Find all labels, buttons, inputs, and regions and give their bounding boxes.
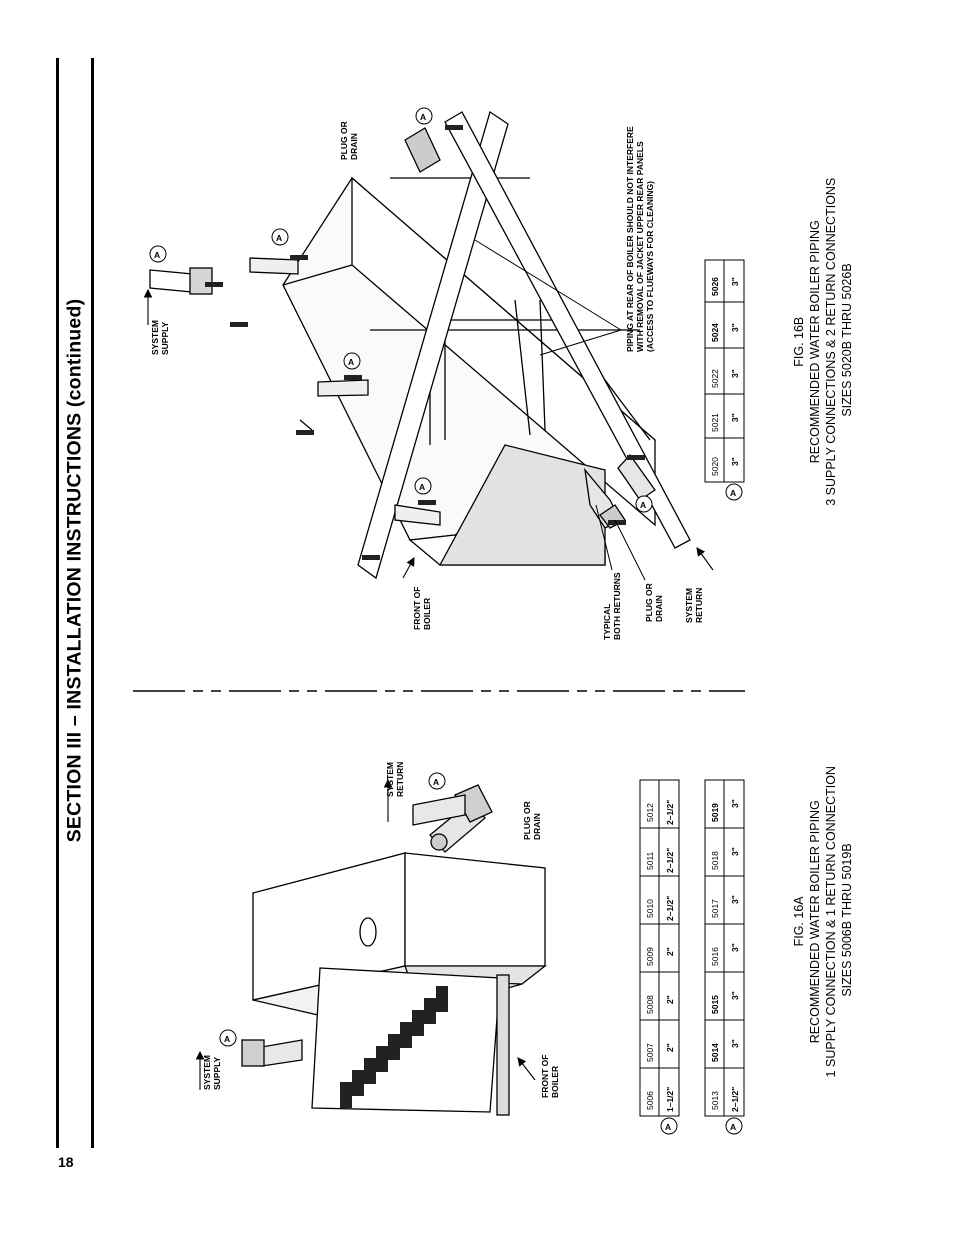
fig16b-typical-both-returns-label: TYPICAL BOTH RETURNS bbox=[602, 572, 622, 640]
burner-port-slots bbox=[340, 986, 448, 1108]
table-value-cell: 3" bbox=[730, 991, 740, 1000]
marker-a-text: A bbox=[154, 250, 160, 260]
marker-a-text: A bbox=[730, 1122, 736, 1132]
table-value-cell: 3" bbox=[730, 799, 740, 808]
table-header-cell: 5014 bbox=[710, 1043, 720, 1062]
fig16b-table-text: 5020 5021 5022 5024 5026 3" 3" 3" 3" 3" bbox=[710, 277, 740, 476]
page-number: 18 bbox=[58, 1154, 74, 1170]
title-border-line bbox=[91, 58, 94, 1148]
marker-a-text: A bbox=[730, 488, 736, 498]
table-value-cell: 2–1/2" bbox=[730, 1087, 740, 1112]
fig16b-table bbox=[704, 259, 745, 483]
table-header-cell: 5019 bbox=[710, 803, 720, 822]
fig16a-table-1-text: 5006 5007 5008 5009 5010 5011 5012 1–1/2… bbox=[645, 800, 675, 1112]
table-header-cell: 5021 bbox=[710, 413, 720, 432]
table-header-cell: 5011 bbox=[645, 851, 655, 870]
fig16b-boiler-drawing bbox=[149, 110, 691, 580]
fig16b-marker-a bbox=[635, 495, 653, 513]
fig16b-labels: SYSTEM SUPPLY A A A A A A PLUG OR DRAIN … bbox=[143, 107, 714, 640]
table-value-cell: 2" bbox=[665, 947, 675, 956]
table-header-cell: 5022 bbox=[710, 369, 720, 388]
fig16b-caption: FIG. 16B RECOMMENDED WATER BOILER PIPING… bbox=[792, 174, 854, 506]
marker-a-text: A bbox=[640, 500, 646, 510]
table-value-cell: 3" bbox=[730, 413, 740, 422]
marker-a-text: A bbox=[665, 1122, 671, 1132]
fig16b-marker-a bbox=[415, 107, 433, 125]
fig16b-piping-note: PIPING AT REAR OF BOILER SHOULD NOT INTE… bbox=[625, 124, 655, 352]
table-header-cell: 5006 bbox=[645, 1091, 655, 1110]
table-value-cell: 3" bbox=[730, 1039, 740, 1048]
table-header-cell: 5020 bbox=[710, 457, 720, 476]
table1-marker-a bbox=[660, 1117, 678, 1135]
table-header-cell: 5018 bbox=[710, 851, 720, 870]
table-header-cell: 5024 bbox=[710, 323, 720, 342]
fig16b-front-of-boiler-label: FRONT OF BOILER bbox=[412, 584, 432, 630]
fig16b-system-supply-label: SYSTEM SUPPLY bbox=[150, 318, 170, 355]
table-value-cell: 3" bbox=[730, 847, 740, 856]
fig16b-plug-or-drain-label-bottom: PLUG OR DRAIN bbox=[644, 581, 664, 622]
table-header-cell: 5007 bbox=[645, 1043, 655, 1062]
fig16a-marker-a-supply bbox=[219, 1029, 237, 1047]
fig16a-marker-a-return bbox=[428, 772, 446, 790]
table-header-cell: 5009 bbox=[645, 947, 655, 966]
table-header-cell: 5010 bbox=[645, 899, 655, 918]
table-value-cell: 2" bbox=[665, 1043, 675, 1052]
table-header-cell: 5017 bbox=[710, 899, 720, 918]
marker-a-text: A bbox=[420, 112, 426, 122]
table-header-cell: 5013 bbox=[710, 1091, 720, 1110]
fig16b-marker-a bbox=[271, 228, 289, 246]
left-border-line bbox=[56, 58, 59, 1148]
table-value-cell: 3" bbox=[730, 943, 740, 952]
fig16b-marker-a bbox=[149, 245, 167, 263]
table-value-cell: 3" bbox=[730, 457, 740, 466]
table2-marker-a bbox=[725, 1117, 743, 1135]
table-value-cell: 2–1/2" bbox=[665, 848, 675, 873]
table-value-cell: 2–1/2" bbox=[665, 896, 675, 921]
fig16a-boiler-drawing bbox=[241, 784, 547, 1116]
table-header-cell: 5026 bbox=[710, 277, 720, 296]
fig16a-table-2-text: 5013 5014 5015 5016 5017 5018 5019 2–1/2… bbox=[710, 799, 740, 1112]
marker-a-text: A bbox=[224, 1034, 230, 1044]
table-value-cell: 2–1/2" bbox=[665, 800, 675, 825]
table-header-cell: 5015 bbox=[710, 995, 720, 1014]
table-value-cell: 3" bbox=[730, 277, 740, 286]
fig16a-front-of-boiler-label: FRONT OF BOILER bbox=[540, 1052, 560, 1098]
fig16b-table-marker-a bbox=[725, 483, 743, 501]
marker-a-text: A bbox=[433, 777, 439, 787]
fig16a-table-2 bbox=[704, 779, 745, 1117]
fig16a-system-supply-label: SYSTEM SUPPLY bbox=[202, 1053, 222, 1090]
table-header-cell: 5016 bbox=[710, 947, 720, 966]
table-value-cell: 3" bbox=[730, 895, 740, 904]
fig16b-marker-a bbox=[414, 477, 432, 495]
fig16a-labels: SYSTEM SUPPLY A SYSTEM RETURN A PLUG OR … bbox=[195, 762, 560, 1098]
table-value-cell: 3" bbox=[730, 369, 740, 378]
marker-a-text: A bbox=[276, 233, 282, 243]
table-value-cell: 2" bbox=[665, 995, 675, 1004]
table-header-cell: 5008 bbox=[645, 995, 655, 1014]
fig16b-system-return-label: SYSTEM RETURN bbox=[684, 586, 704, 623]
fig16a-plug-or-drain-label: PLUG OR DRAIN bbox=[522, 799, 542, 840]
fig16b-plug-or-drain-label-top: PLUG OR DRAIN bbox=[339, 119, 359, 160]
table-header-cell: 5012 bbox=[645, 803, 655, 822]
marker-a-text: A bbox=[419, 482, 425, 492]
fig16a-caption: FIG. 16A RECOMMENDED WATER BOILER PIPING… bbox=[792, 763, 854, 1078]
marker-a-text: A bbox=[348, 357, 354, 367]
table-value-cell: 3" bbox=[730, 323, 740, 332]
fig16a-table-1 bbox=[639, 779, 680, 1117]
table-value-cell: 1–1/2" bbox=[665, 1087, 675, 1112]
fig16b-marker-a bbox=[343, 352, 361, 370]
